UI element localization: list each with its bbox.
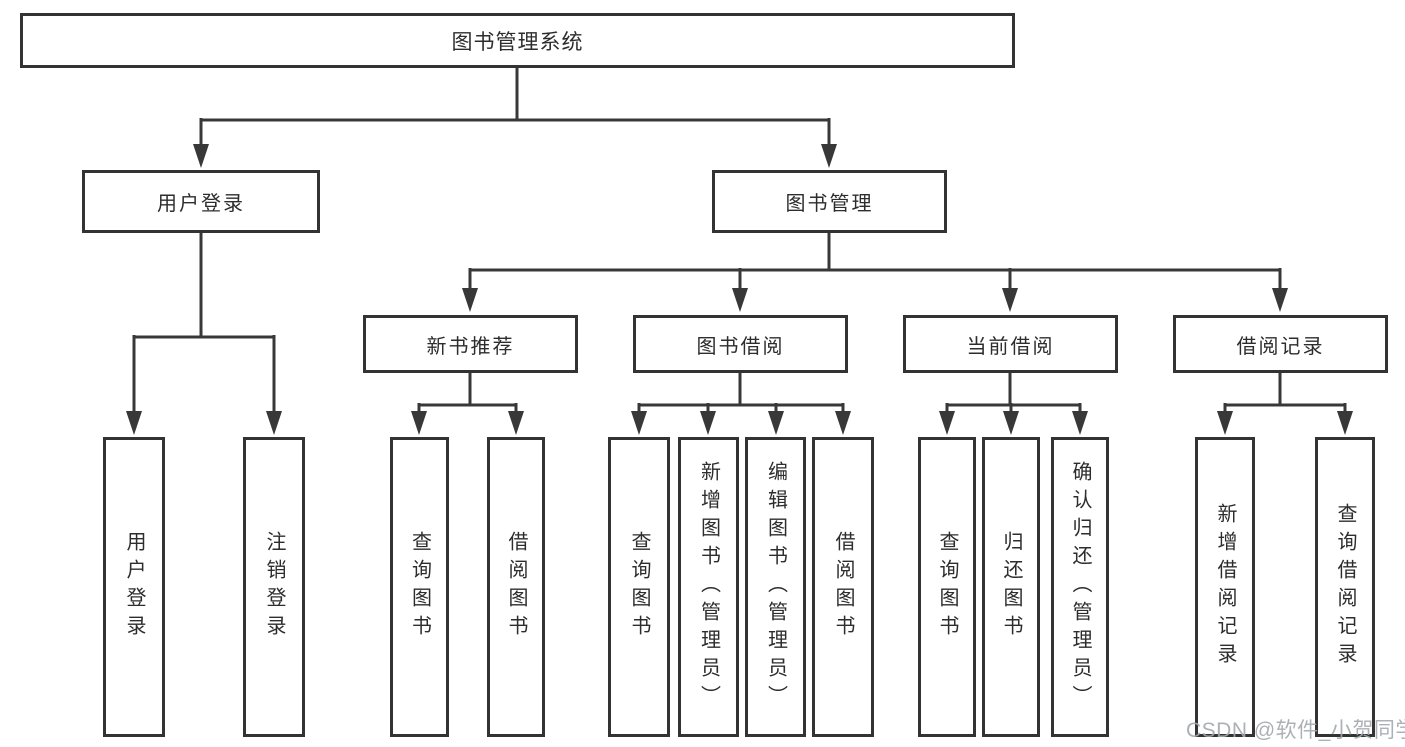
connector-mgmt-to-level3 [462,233,1288,312]
leaf-confirm-return-admin: 确认归还（管理员） [1051,437,1109,737]
leaf-return-books: 归还图书 [982,437,1040,737]
leaf-borrow-books: 借阅图书 [812,437,874,737]
leaf-query-books-borrow: 查询图书 [608,437,670,737]
leaf-query-books-recommend: 查询图书 [390,437,449,737]
node-user-login: 用户登录 [82,170,320,233]
leaf-query-books-current: 查询图书 [918,437,976,737]
node-book-management: 图书管理 [712,170,947,233]
node-borrow-records: 借阅记录 [1173,315,1388,373]
connector-root-to-level2 [193,68,837,168]
connector-current-to-leaves [939,373,1088,435]
connector-login-to-leaves [126,233,282,435]
leaf-logout: 注销登录 [243,437,305,737]
node-root-system: 图书管理系统 [20,13,1015,68]
leaf-query-borrow-record: 查询借阅记录 [1315,437,1375,737]
node-current-borrow: 当前借阅 [903,315,1118,373]
node-new-book-recommend: 新书推荐 [363,315,578,373]
leaf-borrow-books-recommend: 借阅图书 [487,437,545,737]
connector-borrow-to-leaves [631,373,851,435]
csdn-watermark: CSDN @软件_小贺同学 [1186,719,1405,742]
connector-records-to-leaves [1217,373,1353,435]
leaf-edit-book-admin: 编辑图书（管理员） [745,437,806,737]
leaf-add-book-admin: 新增图书（管理员） [678,437,739,737]
connector-rec-to-leaves [411,373,524,435]
leaf-add-borrow-record: 新增借阅记录 [1195,437,1255,737]
leaf-user-login: 用户登录 [103,437,165,737]
node-book-borrow: 图书借阅 [633,315,848,373]
